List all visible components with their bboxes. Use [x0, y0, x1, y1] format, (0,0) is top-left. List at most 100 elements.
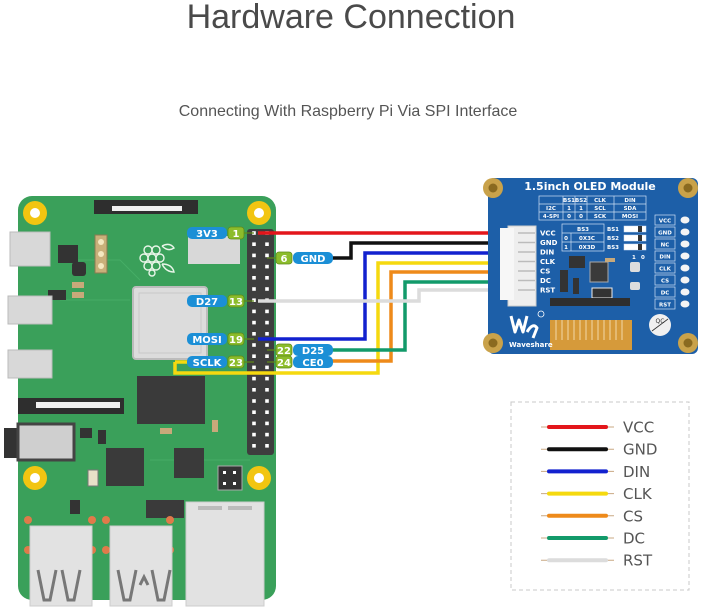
legend-label: CLK — [623, 485, 653, 503]
legend-label: CS — [623, 507, 643, 525]
side-pin-label: RST — [659, 303, 671, 309]
legend-item: RST — [541, 552, 653, 570]
gpio-pin — [265, 399, 269, 403]
gpio-pin — [252, 343, 256, 347]
signal-badge — [293, 252, 333, 264]
legend-item: DC — [541, 530, 645, 548]
mode-table-cell: 4-SPI — [543, 214, 559, 220]
side-pin-rst: RST — [654, 298, 690, 310]
gpio-pin — [265, 432, 269, 437]
side-pin-label: NC — [661, 243, 670, 249]
mode-table-cell: BS1 — [563, 198, 575, 204]
gpio-pin — [265, 376, 269, 381]
pin-number: 1 — [233, 229, 240, 240]
bs3-cell: 0X3D — [579, 245, 596, 251]
pin-number: 13 — [229, 297, 243, 308]
gpio-pin — [265, 410, 269, 414]
mode-table-cell: SDA — [624, 206, 638, 212]
gpio-pin — [252, 320, 256, 325]
mounting-standoff — [678, 178, 698, 198]
signal-name: 3V3 — [196, 229, 218, 240]
bs3-cell: 0X3C — [579, 236, 595, 242]
bs-switch — [623, 225, 647, 233]
signal-badge — [293, 356, 333, 368]
legend-item: GND — [541, 441, 657, 459]
side-pin-label: GND — [658, 231, 672, 237]
legend-label: DIN — [623, 463, 650, 481]
gpio-pin — [252, 365, 256, 370]
switch-label: BS3 — [607, 245, 619, 251]
connector-pin-label: VCC — [540, 230, 556, 238]
gpio-pin — [252, 354, 256, 358]
signal-name: MOSI — [192, 335, 221, 346]
solder-pad — [680, 252, 690, 260]
side-pin-label: DIN — [659, 255, 671, 261]
connector-pin-label: GND — [540, 239, 558, 247]
mounting-hole — [23, 466, 47, 490]
side-pin-label: VCC — [659, 219, 671, 225]
pin-number: 6 — [281, 254, 288, 265]
audio-jack — [16, 422, 76, 462]
gpio-pin — [265, 253, 269, 258]
wires — [173, 231, 518, 375]
legend-item: VCC — [541, 419, 654, 437]
gpio-pin — [252, 444, 256, 448]
legend-item: CS — [541, 507, 643, 525]
legend-box — [510, 401, 690, 591]
solder-pad — [680, 300, 690, 308]
gpio-pin — [265, 287, 269, 291]
mode-table — [538, 195, 647, 221]
raspberry-pi-logo — [139, 243, 175, 277]
oled-title: 1.5inch OLED Module — [524, 180, 656, 193]
gpio-pin — [252, 264, 256, 269]
pin-number: 22 — [277, 346, 291, 357]
mode-table-cell: SCL — [594, 206, 606, 212]
gpio-pin — [265, 264, 269, 269]
gpio-pin — [265, 365, 269, 370]
legend-label: VCC — [623, 419, 654, 437]
gpio-pin — [252, 399, 256, 403]
mode-table-cell: SCK — [594, 214, 607, 220]
gpio-pin — [265, 309, 269, 314]
usb-port — [102, 516, 174, 607]
pin-number: 24 — [277, 358, 291, 369]
usb-port — [7, 349, 53, 379]
wire-legend: VCC GND DIN CLK CS DC RST — [510, 401, 690, 591]
gpio-pin — [252, 298, 256, 302]
connector-pin-label: DC — [540, 277, 551, 285]
wire-rst — [258, 288, 518, 303]
mode-table-cell: I2C — [546, 206, 556, 212]
usb-port — [24, 516, 96, 607]
side-pin-dc: DC — [654, 286, 690, 298]
bs3-table — [561, 223, 605, 252]
bs-switch — [623, 234, 647, 242]
mounting-standoff — [483, 178, 503, 198]
page-subtitle: Connecting With Raspberry Pi Via SPI Int… — [178, 103, 518, 120]
signal-name: GND — [301, 254, 326, 265]
gpio-pin — [252, 432, 256, 437]
gpio-pin — [265, 388, 269, 392]
bs3-header: BS3 — [577, 227, 589, 233]
gpio-pin — [265, 276, 269, 280]
side-pin-vcc: VCC — [654, 214, 690, 226]
legend-item: DIN — [541, 463, 650, 481]
side-pin-label: CS — [661, 279, 669, 285]
gpio-pin — [252, 421, 256, 426]
mode-table-cell: 0 — [579, 214, 583, 220]
gpio-pin — [265, 421, 269, 426]
ethernet-port — [185, 501, 265, 607]
pin-number-badge — [275, 355, 293, 369]
bs3-cell: 1 — [564, 245, 568, 251]
mode-table-cell: 1 — [579, 206, 583, 212]
wire-cs — [332, 270, 518, 363]
signal-name: CE0 — [302, 358, 323, 369]
gpio-pin — [265, 444, 269, 448]
fpc-connector — [550, 298, 630, 306]
signal-badge — [187, 227, 227, 239]
pin-label-3v3: 3V3 1 — [187, 226, 254, 240]
